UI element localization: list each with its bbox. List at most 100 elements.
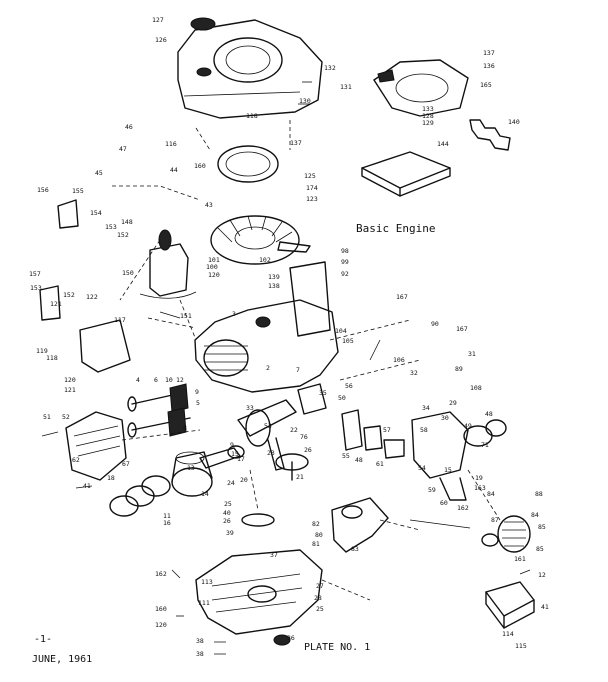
callout-51: 51 (43, 413, 51, 421)
callout-153: 153 (30, 284, 42, 292)
callout-160: 160 (194, 162, 206, 170)
callout-49: 49 (464, 422, 472, 430)
callout-128: 128 (422, 112, 434, 120)
callout-102: 102 (259, 256, 271, 264)
callout-50: 50 (338, 394, 346, 402)
callout-105: 105 (342, 337, 354, 345)
callout-36: 36 (287, 634, 295, 642)
callout-174: 174 (306, 184, 318, 192)
callout-27: 27 (316, 582, 324, 590)
callout-129: 129 (422, 119, 434, 127)
callout-132: 132 (324, 64, 336, 72)
callout-90: 90 (431, 320, 439, 328)
callout-111: 111 (198, 599, 210, 607)
callout-160: 160 (155, 605, 167, 613)
callout-67: 67 (122, 460, 130, 468)
callout-20: 20 (240, 476, 248, 484)
carburetor (411, 411, 507, 501)
callout-47: 47 (119, 145, 127, 153)
callout-44: 44 (170, 166, 178, 174)
callout-9: 9 (230, 441, 234, 449)
connecting-rod (199, 447, 241, 469)
callout-150: 150 (122, 269, 134, 277)
callout-82: 82 (312, 520, 320, 528)
callout-139: 139 (268, 273, 280, 281)
callout-108: 108 (470, 384, 482, 392)
mounting-bracket (485, 581, 535, 629)
camshaft-gear (275, 453, 309, 481)
callout-26: 26 (223, 517, 231, 525)
callout-114: 114 (502, 630, 514, 638)
callout-9: 9 (195, 388, 199, 396)
callout-87: 87 (491, 516, 499, 524)
callout-98: 98 (341, 247, 349, 255)
governor-parts (297, 383, 405, 459)
callout-130: 130 (299, 97, 311, 105)
callout-55: 55 (342, 452, 350, 460)
callout-155: 155 (72, 187, 84, 195)
callout-148: 148 (121, 218, 133, 226)
callout-89: 89 (455, 365, 463, 373)
callout-137: 137 (290, 139, 302, 147)
callout-38: 38 (196, 637, 204, 645)
callout-81: 81 (312, 540, 320, 548)
callout-99: 99 (341, 258, 349, 266)
callout-2: 2 (266, 364, 270, 372)
callout-122: 122 (86, 293, 98, 301)
callout-154: 154 (90, 209, 102, 217)
callout-11: 11 (163, 512, 171, 520)
callout-104: 104 (335, 327, 347, 335)
callout-60: 60 (440, 499, 448, 507)
callout-32: 32 (410, 369, 418, 377)
callout-35: 35 (319, 389, 327, 397)
callout-12: 12 (176, 376, 184, 384)
callout-28: 28 (314, 594, 322, 602)
oil-sump-base (195, 513, 323, 646)
ignition-coil (139, 229, 197, 299)
air-filter-element (361, 151, 451, 197)
plate-number: PLATE NO. 1 (304, 642, 370, 653)
cylinder-head (65, 411, 127, 481)
callout-54: 54 (418, 464, 426, 472)
callout-10: 10 (165, 376, 173, 384)
callout-39: 39 (226, 529, 234, 537)
callout-131: 131 (340, 83, 352, 91)
callout-38: 38 (196, 650, 204, 658)
callout-121: 121 (64, 386, 76, 394)
callout-14: 14 (201, 490, 209, 498)
callout-34: 34 (422, 404, 430, 412)
callout-40: 40 (223, 509, 231, 517)
callout-37: 37 (270, 551, 278, 559)
callout-162: 162 (457, 504, 469, 512)
crankcase-cylinder (194, 261, 339, 393)
callout-156: 156 (37, 186, 49, 194)
callout-117: 117 (114, 316, 126, 324)
callout-23: 23 (267, 449, 275, 457)
callout-7: 7 (296, 366, 300, 374)
callout-57: 57 (383, 426, 391, 434)
callout-4: 4 (136, 376, 140, 384)
callout-41: 41 (83, 482, 91, 490)
callout-88: 88 (535, 490, 543, 498)
mounting-plate (79, 319, 131, 373)
callout-127: 127 (152, 16, 164, 24)
callout-52: 52 (62, 413, 70, 421)
callout-59: 59 (428, 486, 436, 494)
callout-153: 153 (105, 223, 117, 231)
callout-43: 43 (205, 201, 213, 209)
callout-106: 106 (393, 356, 405, 364)
callout-53: 53 (264, 422, 272, 430)
callout-133: 133 (422, 105, 434, 113)
callout-48: 48 (355, 456, 363, 464)
crankshaft (237, 399, 297, 471)
callout-71: 71 (481, 441, 489, 449)
rewind-starter (373, 59, 511, 151)
callout-25: 25 (224, 500, 232, 508)
callout-5: 5 (196, 399, 200, 407)
callout-120: 120 (64, 376, 76, 384)
fuel-pump (481, 515, 531, 553)
callout-41: 41 (541, 603, 549, 611)
callout-119: 119 (36, 347, 48, 355)
callout-92: 92 (341, 270, 349, 278)
